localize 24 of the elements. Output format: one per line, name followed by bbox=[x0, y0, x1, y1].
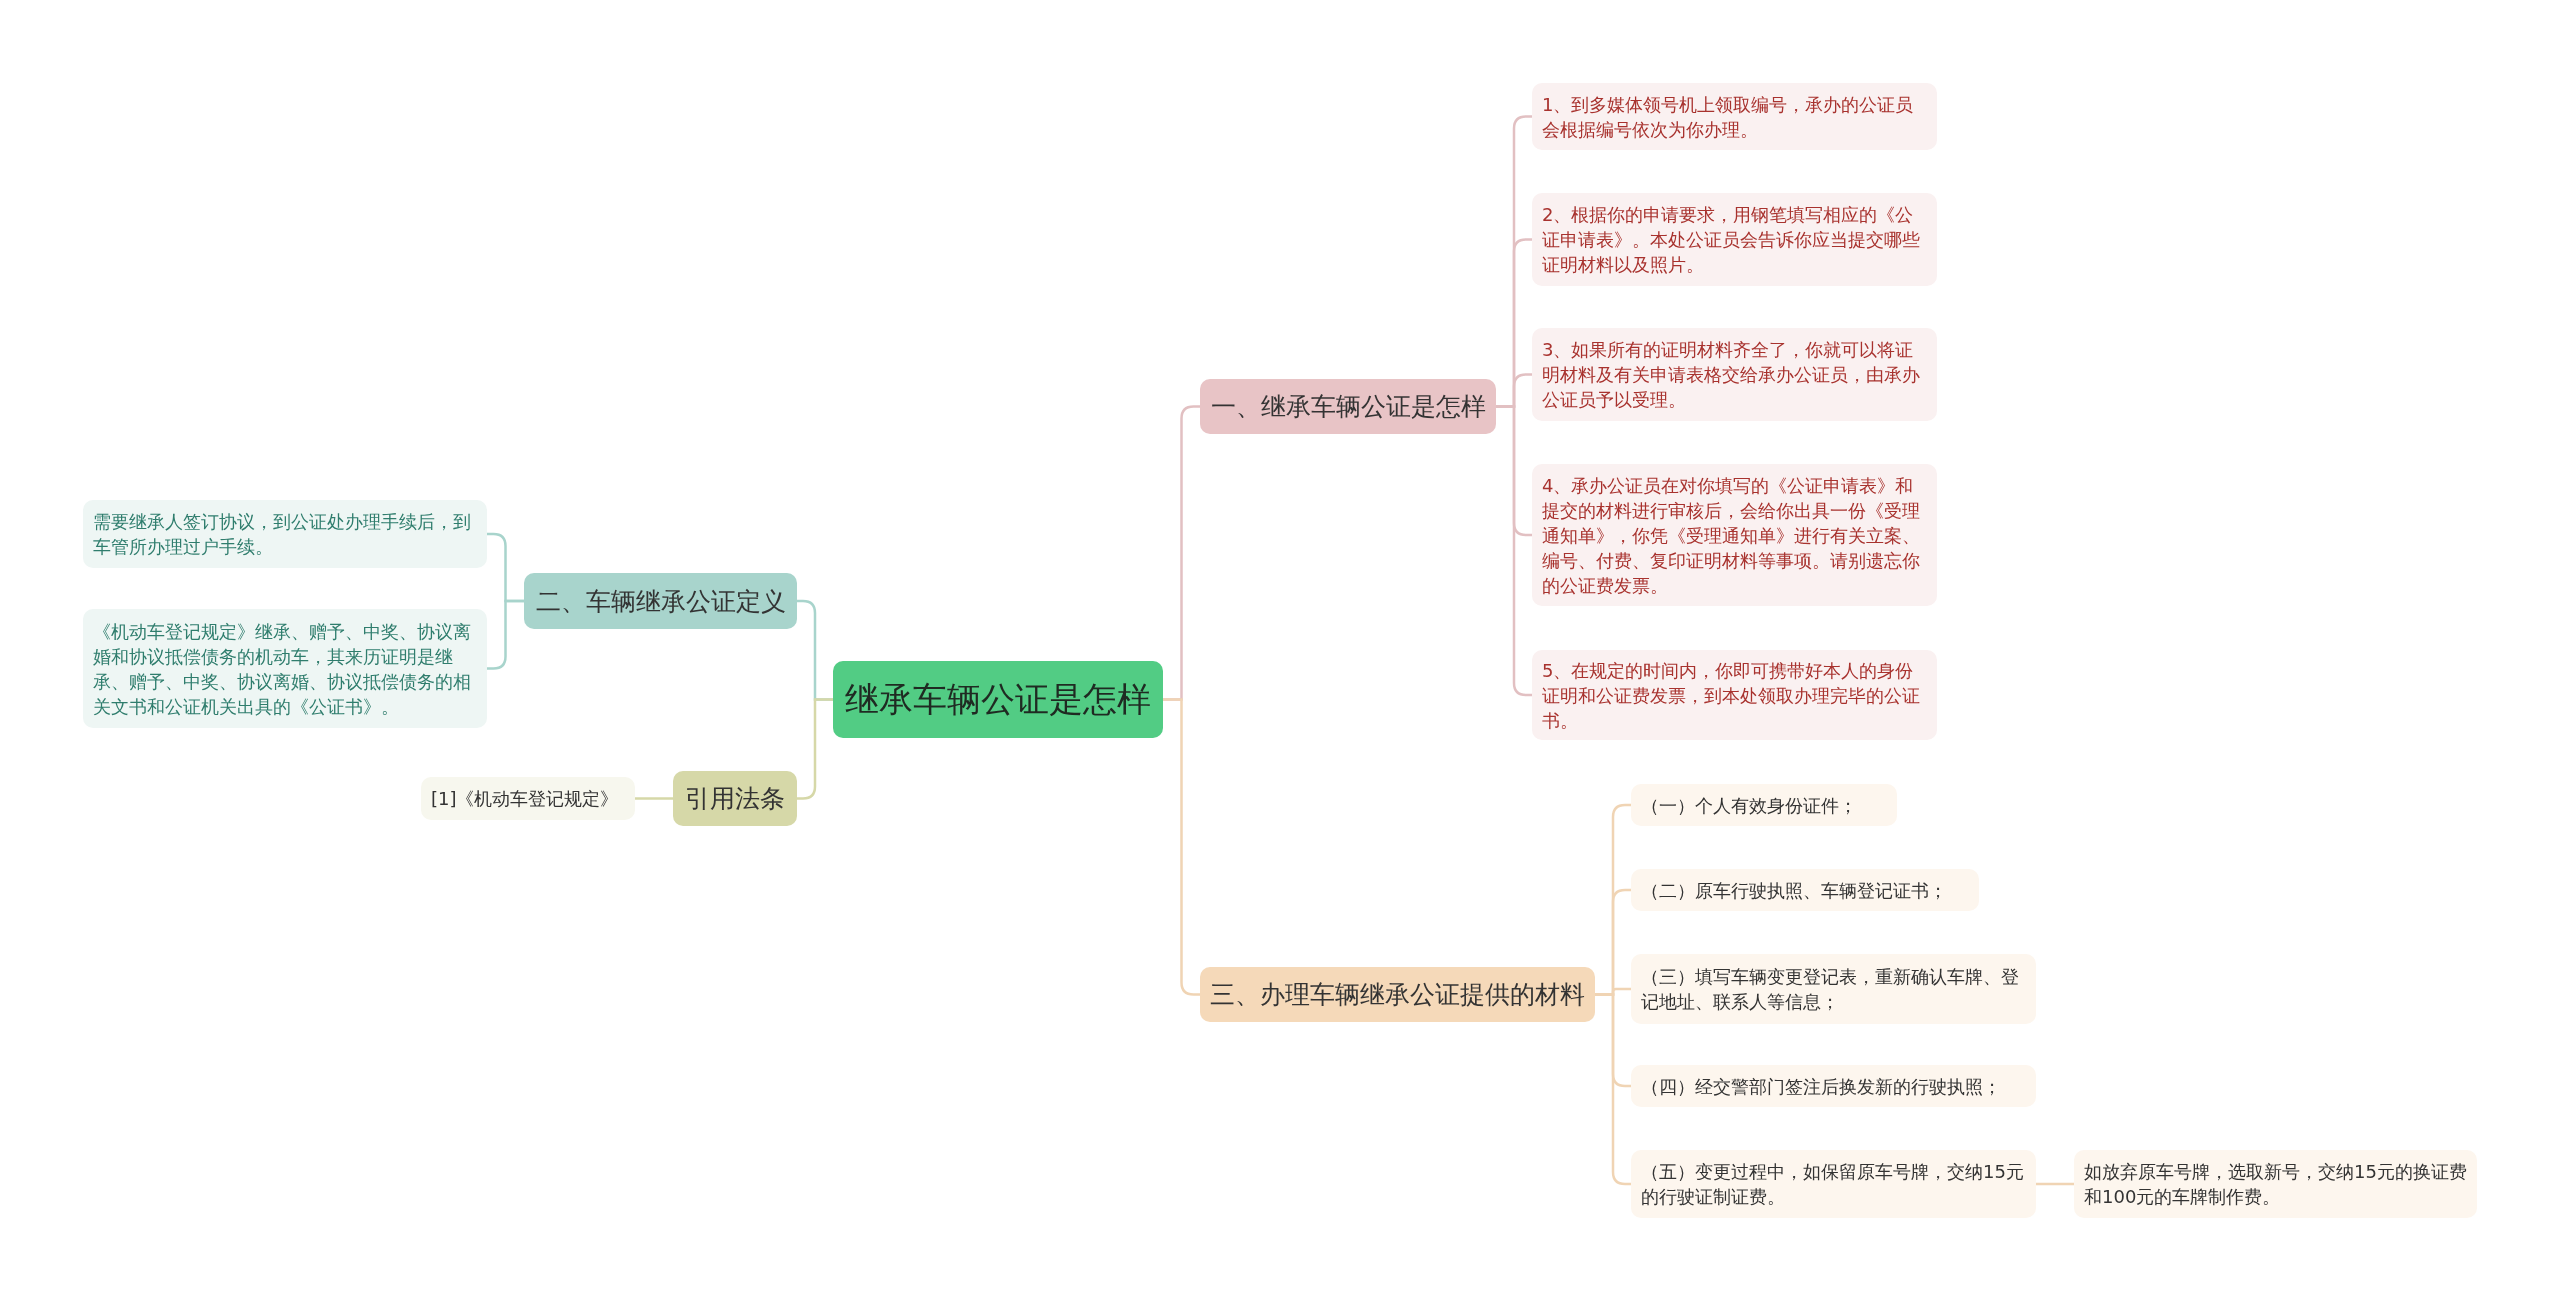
leaf-topic-box: （一）个人有效身份证件； bbox=[1631, 784, 1897, 826]
branch-topic-box: 一、继承车辆公证是怎样 bbox=[1200, 379, 1496, 434]
leaf-topic-box: 4、承办公证员在对你填写的《公证申请表》和提交的材料进行审核后，会给你出具一份《受理通知单》，你凭《受理通知单》进行有关立案、编号、付费、复印证明材料等事项。请别遗忘你的公证费发票。 bbox=[1532, 464, 1937, 606]
root-topic-box: 继承车辆公证是怎样 bbox=[833, 661, 1163, 738]
leaf-topic-box: （四）经交警部门签注后换发新的行驶执照； bbox=[1631, 1065, 2036, 1107]
connector-line bbox=[2036, 1182, 2074, 1186]
leaf-topic-box: 如放弃原车号牌，选取新号，交纳15元的换证费和100元的车牌制作费。 bbox=[2074, 1150, 2477, 1218]
connector-line bbox=[487, 599, 524, 670]
leaf-topic-box: 1、到多媒体领号机上领取编号，承办的公证员会根据编号依次为你办理。 bbox=[1532, 83, 1937, 150]
leaf-topic-box: 2、根据你的申请要求，用钢笔填写相应的《公证申请表》。本处公证员会告诉你应当提交哪些证明材料以及照片。 bbox=[1532, 193, 1937, 286]
connector-line bbox=[635, 797, 673, 800]
leaf-topic-box: （二）原车行驶执照、车辆登记证书； bbox=[1631, 869, 1979, 911]
connector-line bbox=[1496, 405, 1532, 697]
branch-topic-box: 三、办理车辆继承公证提供的材料 bbox=[1200, 967, 1595, 1022]
connector-line bbox=[1163, 698, 1200, 996]
leaf-topic-box: （三）填写车辆变更登记表，重新确认车牌、登记地址、联系人等信息； bbox=[1631, 954, 2036, 1024]
leaf-topic-box: 3、如果所有的证明材料齐全了，你就可以将证明材料及有关申请表格交给承办公证员，由承办公证员予以受理。 bbox=[1532, 328, 1937, 421]
leaf-topic-box: [1]《机动车登记规定》 bbox=[421, 777, 635, 820]
branch-topic-box: 二、车辆继承公证定义 bbox=[524, 573, 797, 629]
leaf-topic-box: 需要继承人签订协议，到公证处办理手续后，到车管所办理过户手续。 bbox=[83, 500, 487, 568]
leaf-topic-box: 《机动车登记规定》继承、赠予、中奖、协议离婚和协议抵偿债务的机动车，其来历证明是继承、赠予、中奖、协议离婚、协议抵偿债务的相关文书和公证机关出具的《公证书》。 bbox=[83, 609, 487, 728]
leaf-topic-box: 5、在规定的时间内，你即可携带好本人的身份证明和公证费发票，到本处领取办理完毕的公证书。 bbox=[1532, 650, 1937, 740]
branch-topic-box: 引用法条 bbox=[673, 771, 797, 826]
leaf-topic-box: （五）变更过程中，如保留原车号牌，交纳15元的行驶证制证费。 bbox=[1631, 1150, 2036, 1218]
